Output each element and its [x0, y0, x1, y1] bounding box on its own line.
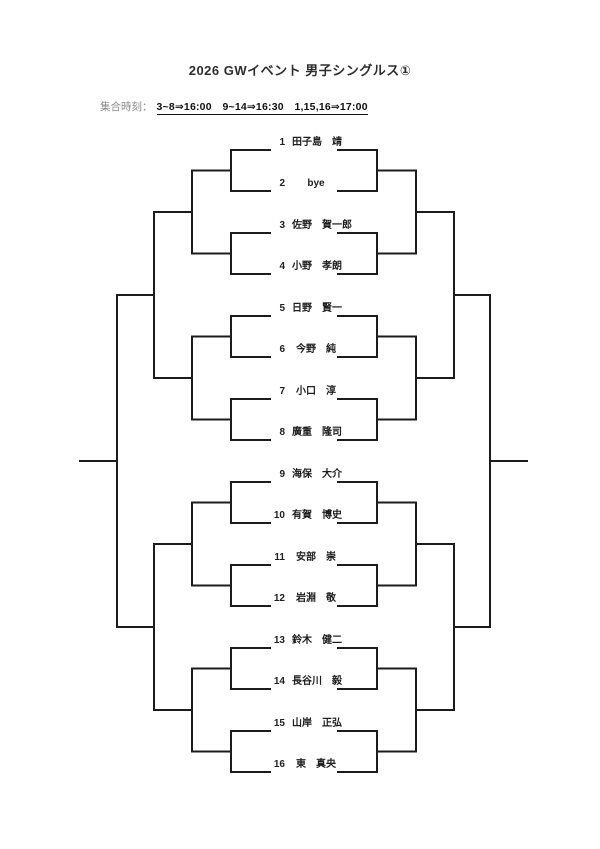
player-name: 小野 孝朗 — [292, 261, 342, 272]
player-name: 有賀 博史 — [292, 510, 342, 521]
player-seed: 4 — [279, 261, 285, 272]
player-seed: 1 — [279, 137, 285, 148]
player-row: 5 日野 賢一 — [230, 301, 378, 316]
player-row: 12 岩淵 敬 — [230, 591, 378, 606]
player-seed: 10 — [273, 510, 285, 521]
player-seed: 5 — [279, 303, 285, 314]
player-name: 佐野 賀一郎 — [292, 220, 352, 231]
player-seed: 13 — [273, 635, 285, 646]
player-name: 山岸 正弘 — [292, 718, 342, 729]
page-title: 2026 GWイベント 男子シングルス① — [188, 63, 412, 78]
meeting-time: 集合時刻：3~8⇒16:00 9~14⇒16:30 1,15,16⇒17:00 — [100, 99, 368, 115]
player-seed: 11 — [274, 552, 285, 563]
player-row: 13 鈴木 健二 — [230, 633, 378, 648]
player-row: 7 小口 淳 — [230, 384, 378, 399]
player-name: 今野 純 — [296, 344, 336, 355]
player-row: 4 小野 孝朗 — [230, 259, 378, 274]
player-name: 小口 淳 — [296, 386, 336, 397]
player-seed: 2 — [279, 178, 285, 189]
player-seed: 9 — [279, 469, 285, 480]
player-row: 1 田子島 靖 — [230, 135, 378, 150]
player-row: 14 長谷川 毅 — [230, 674, 378, 689]
player-name: 東 真央 — [296, 759, 336, 770]
player-name: 廣重 隆司 — [292, 427, 342, 438]
player-seed: 7 — [279, 386, 285, 397]
player-seed: 3 — [279, 220, 285, 231]
player-seed: 12 — [273, 593, 285, 604]
player-name: 鈴木 健二 — [292, 635, 342, 646]
player-row: 2 bye — [230, 176, 378, 191]
player-seed: 16 — [273, 759, 285, 770]
player-row: 3 佐野 賀一郎 — [230, 218, 378, 233]
player-name: bye — [307, 178, 325, 189]
player-row: 10 有賀 博史 — [230, 508, 378, 523]
player-name: 田子島 靖 — [292, 137, 342, 148]
player-row: 11 安部 崇 — [230, 550, 378, 565]
player-row: 15 山岸 正弘 — [230, 716, 378, 731]
player-row: 6 今野 純 — [230, 342, 378, 357]
player-row: 16 東 真央 — [230, 757, 378, 772]
player-seed: 15 — [273, 718, 285, 729]
player-name: 海保 大介 — [292, 469, 342, 480]
player-name: 岩淵 敬 — [296, 593, 336, 604]
player-seed: 8 — [279, 427, 285, 438]
player-name: 長谷川 毅 — [292, 676, 342, 687]
player-seed: 6 — [279, 344, 285, 355]
player-row: 9 海保 大介 — [230, 467, 378, 482]
player-name: 安部 崇 — [296, 552, 336, 563]
player-row: 8 廣重 隆司 — [230, 425, 378, 440]
meeting-time-values: 3~8⇒16:00 9~14⇒16:30 1,15,16⇒17:00 — [156, 101, 368, 115]
player-name: 日野 賢一 — [292, 303, 342, 314]
player-seed: 14 — [273, 676, 285, 687]
meeting-time-label: 集合時刻： — [100, 101, 153, 113]
